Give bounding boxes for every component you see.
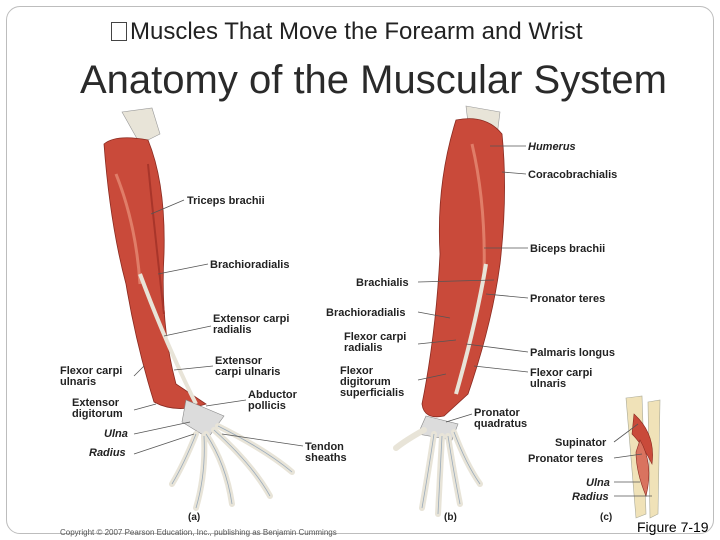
bullet-box-icon bbox=[111, 22, 127, 41]
label-ulna-a: Ulna bbox=[104, 428, 128, 440]
label-ulna-c: Ulna bbox=[586, 477, 610, 489]
label-coracobrachialis: Coracobrachialis bbox=[528, 169, 617, 181]
label-pronator-teres-b: Pronator teres bbox=[530, 293, 605, 305]
label-brachioradialis-a: Brachioradialis bbox=[210, 259, 289, 271]
anatomy-figure: Triceps brachii Brachioradialis Extensor… bbox=[56, 104, 668, 522]
copyright-text: Copyright © 2007 Pearson Education, Inc.… bbox=[60, 528, 337, 537]
label-radius-c: Radius bbox=[572, 491, 609, 503]
label-pronator-teres-c: Pronator teres bbox=[528, 453, 603, 465]
panel-b-label: (b) bbox=[444, 512, 457, 522]
arm-illustration-b bbox=[396, 106, 505, 514]
panel-a-label: (a) bbox=[188, 512, 200, 522]
label-palmaris-longus: Palmaris longus bbox=[530, 347, 615, 359]
arm-illustration-a bbox=[104, 108, 292, 508]
figure-number: Figure 7-19 bbox=[637, 519, 709, 535]
label-supinator: Supinator bbox=[555, 437, 607, 449]
arm-illustration-c bbox=[626, 396, 660, 518]
label-brachioradialis-b: Brachioradialis bbox=[326, 307, 405, 319]
label-triceps-brachii: Triceps brachii bbox=[187, 195, 265, 207]
slide-title: Anatomy of the Muscular System bbox=[80, 58, 667, 103]
slide-subtitle: Muscles That Move the Forearm and Wrist bbox=[111, 18, 583, 46]
label-biceps-brachii: Biceps brachii bbox=[530, 243, 605, 255]
label-brachialis: Brachialis bbox=[356, 277, 409, 289]
label-humerus: Humerus bbox=[528, 141, 576, 153]
panel-c-label: (c) bbox=[600, 512, 612, 522]
label-radius-a: Radius bbox=[89, 447, 126, 459]
labels-c: Supinator Pronator teres Ulna Radius (c) bbox=[528, 437, 612, 522]
